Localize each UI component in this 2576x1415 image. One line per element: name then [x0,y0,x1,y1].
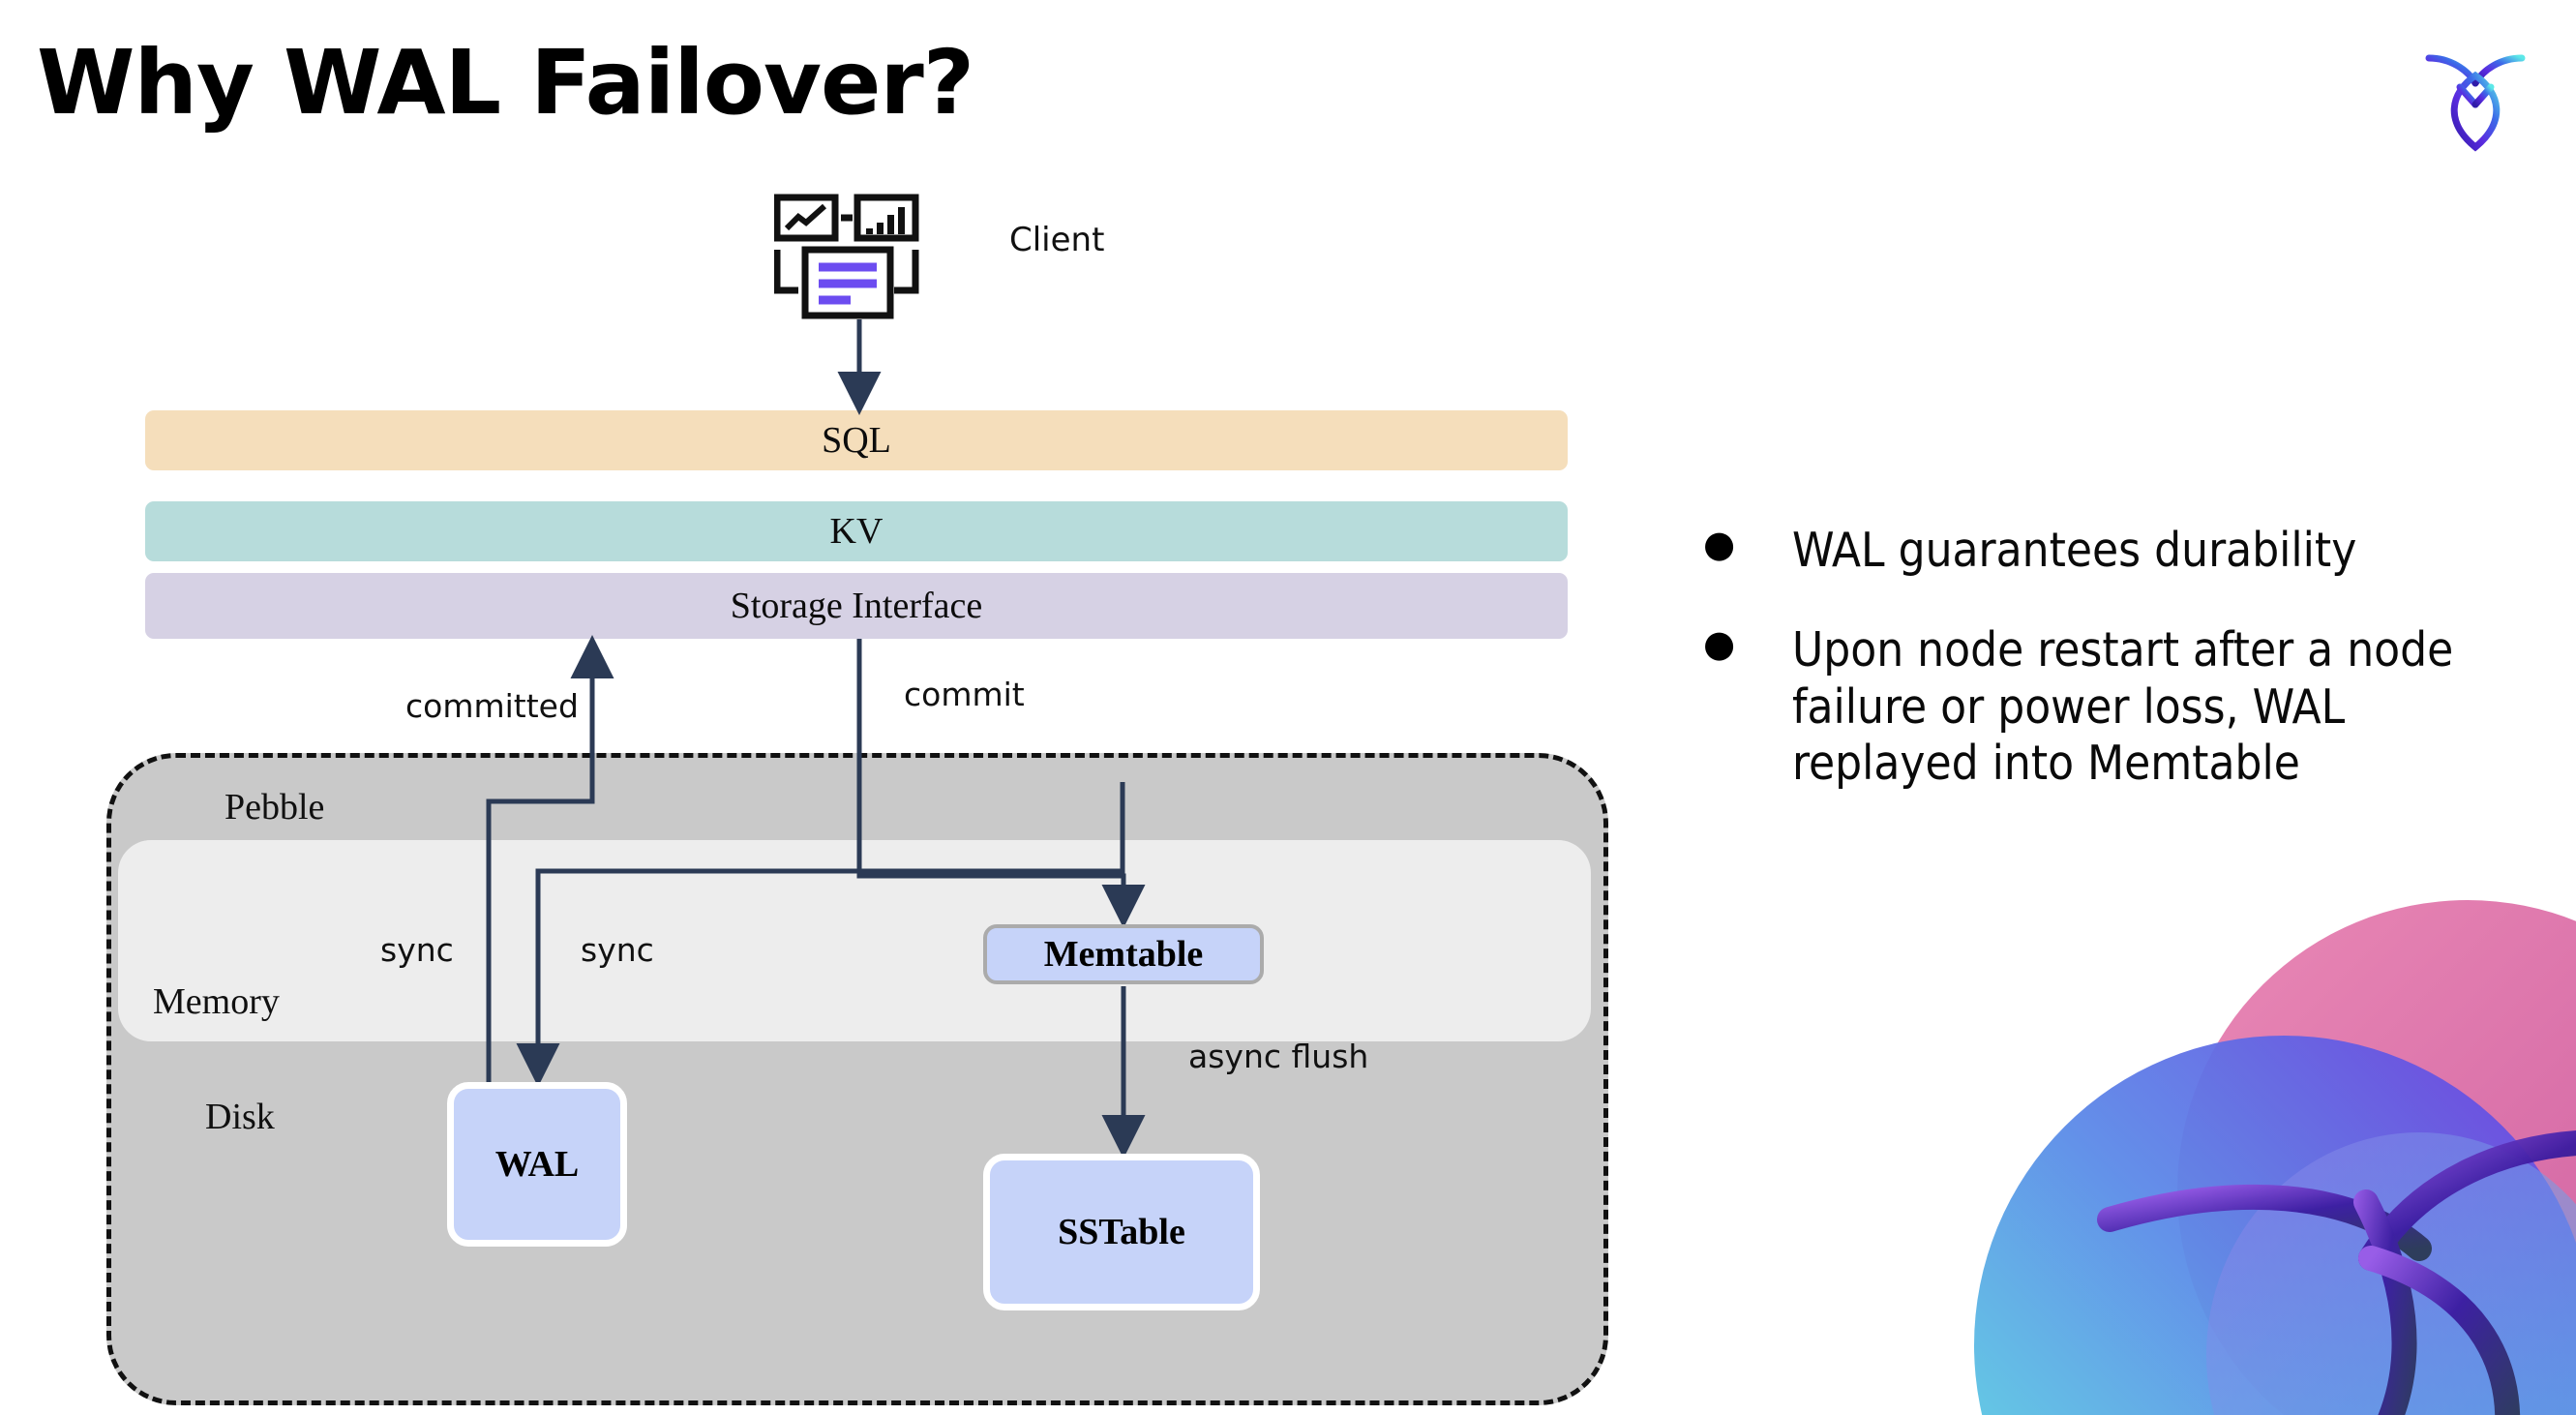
list-item: ● Upon node restart after a node failure… [1703,622,2516,793]
client-terminal-icon [773,194,929,319]
layer-bar-kv-label: KV [829,511,884,552]
node-memtable-label: Memtable [1043,934,1204,975]
cockroachdb-logo-icon [2417,33,2533,153]
node-sstable-label: SSTable [1058,1212,1185,1252]
memory-region [118,840,1591,1041]
layer-bar-storage-interface: Storage Interface [145,573,1568,639]
client-label: Client [1009,221,1105,259]
list-item: ● WAL guarantees durability [1703,523,2516,580]
layer-bar-sql-label: SQL [822,420,891,461]
layer-bar-sql: SQL [145,410,1568,470]
bullet-text: WAL guarantees durability [1792,523,2357,578]
edge-label-sync-right: sync [581,931,654,969]
node-memtable: Memtable [983,924,1264,984]
disk-label: Disk [205,1097,275,1137]
edge-label-async-flush: async flush [1188,1038,1369,1075]
bullet-marker-icon: ● [1703,523,1736,565]
memory-label: Memory [153,981,280,1022]
node-wal-label: WAL [494,1144,580,1185]
node-sstable: SSTable [983,1154,1260,1310]
edge-label-commit: commit [904,676,1025,713]
pebble-label: Pebble [225,787,325,828]
bullet-marker-icon: ● [1703,621,1736,665]
edge-label-committed: committed [405,687,579,725]
page-title: Why WAL Failover? [37,31,974,135]
layer-bar-kv: KV [145,501,1568,561]
edge-label-sync-left: sync [380,931,454,969]
layer-bar-storage-interface-label: Storage Interface [730,586,983,626]
node-wal: WAL [447,1082,627,1247]
bullet-list: ● WAL guarantees durability ● Upon node … [1703,523,2516,835]
cockroachdb-decorative-circles-icon [1964,900,2576,1415]
bullet-text: Upon node restart after a node failure o… [1792,621,2454,792]
